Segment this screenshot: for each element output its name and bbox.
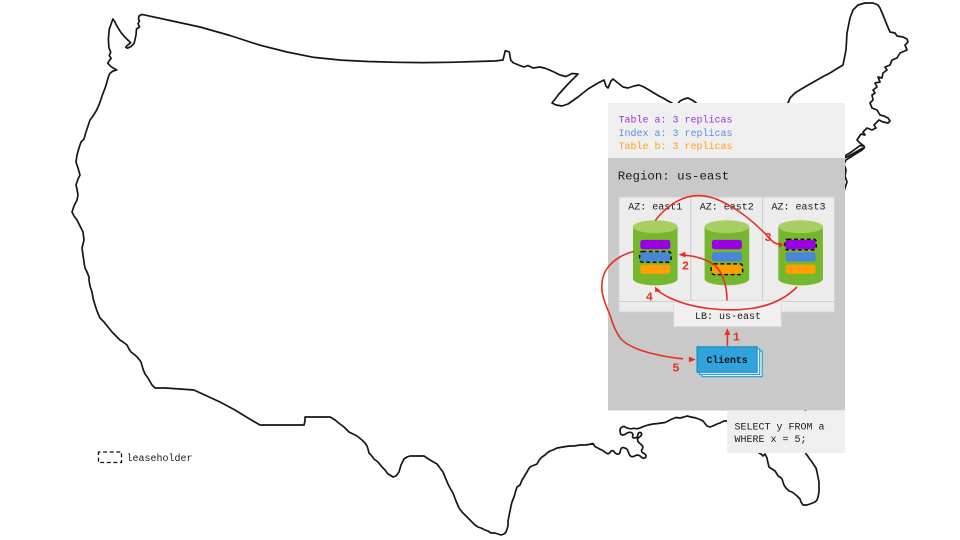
svg-text:2: 2 [682, 259, 689, 273]
svg-text:Index a: 3 replicas: Index a: 3 replicas [619, 128, 733, 140]
svg-text:3: 3 [764, 231, 771, 245]
svg-text:leaseholder: leaseholder [127, 453, 193, 465]
svg-text:Region: us-east: Region: us-east [618, 169, 730, 183]
svg-text:WHERE x = 5;: WHERE x = 5; [735, 435, 807, 446]
svg-text:LB: us-east: LB: us-east [695, 312, 761, 323]
svg-text:Table b: 3 replicas: Table b: 3 replicas [619, 141, 733, 153]
svg-text:1: 1 [733, 331, 740, 345]
svg-text:4: 4 [646, 290, 653, 304]
svg-text:Clients: Clients [707, 355, 748, 366]
svg-text:AZ: east1: AZ: east1 [628, 203, 682, 214]
svg-text:SELECT y FROM a: SELECT y FROM a [735, 422, 825, 433]
svg-text:Table a: 3 replicas: Table a: 3 replicas [619, 115, 733, 127]
svg-text:5: 5 [672, 362, 679, 376]
svg-text:AZ: east2: AZ: east2 [700, 203, 754, 214]
svg-text:AZ: east3: AZ: east3 [771, 203, 825, 214]
